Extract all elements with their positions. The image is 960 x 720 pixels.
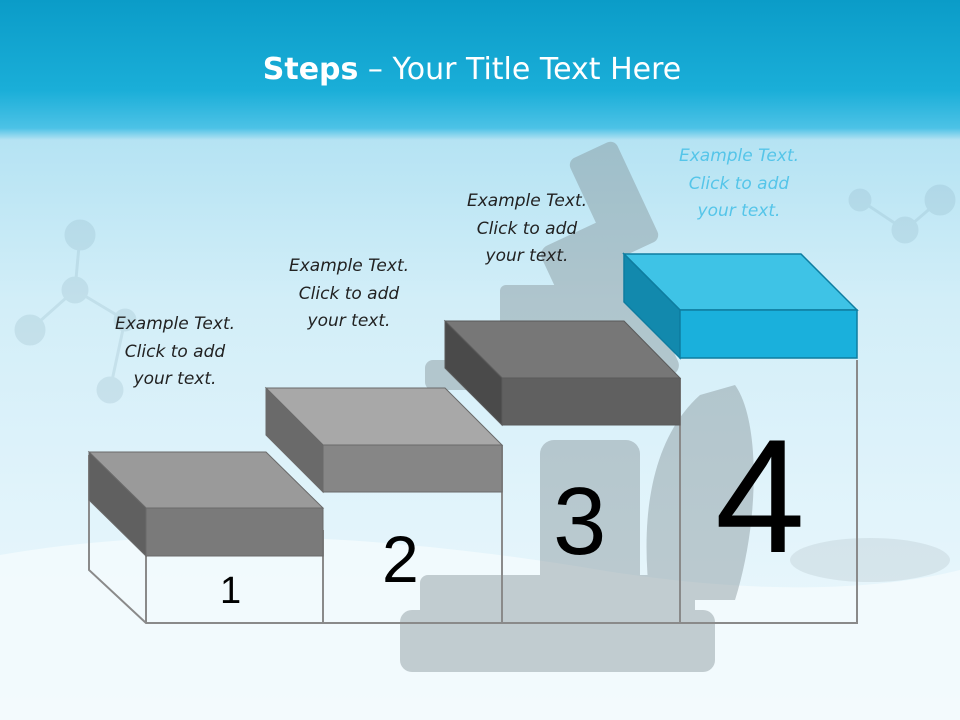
title-rest: – Your Title Text Here bbox=[358, 52, 682, 87]
title-bold: Steps bbox=[262, 52, 359, 87]
molecule-image bbox=[14, 184, 956, 404]
step-4-number: 4 bbox=[715, 406, 806, 587]
slide-title[interactable]: Steps – Your Title Text Here bbox=[0, 52, 944, 87]
step-2-caption-line: Click to add bbox=[298, 283, 400, 304]
step-4-caption-line: Click to add bbox=[688, 173, 790, 194]
step-3-caption-line: Example Text. bbox=[466, 191, 588, 211]
step-2-caption-line: Example Text. bbox=[288, 256, 410, 276]
step-1-number: 1 bbox=[220, 570, 242, 612]
step-2-caption[interactable]: Example Text. Click to add your text. bbox=[264, 253, 434, 336]
background-wave bbox=[0, 536, 960, 720]
step-2-caption-line: your text. bbox=[307, 311, 391, 331]
step-1-caption[interactable]: Example Text. Click to add your text. bbox=[90, 311, 260, 394]
step-4-caption-line: your text. bbox=[697, 201, 781, 221]
step-4-caption-line: Example Text. bbox=[678, 146, 800, 166]
step-3-block bbox=[443, 319, 682, 427]
step-1-caption-line: Click to add bbox=[124, 341, 226, 362]
step-2-number: 2 bbox=[382, 522, 419, 596]
step-4-caption[interactable]: Example Text. Click to add your text. bbox=[654, 143, 824, 226]
step-2-block bbox=[264, 386, 504, 494]
step-3-caption-line: your text. bbox=[485, 246, 569, 266]
step-1-caption-line: Example Text. bbox=[114, 314, 236, 334]
step-1-block bbox=[87, 450, 325, 558]
step-4-block bbox=[622, 252, 859, 360]
step-3-caption-line: Click to add bbox=[476, 218, 578, 239]
step-3-number: 3 bbox=[553, 468, 607, 575]
step-3-caption[interactable]: Example Text. Click to add your text. bbox=[442, 188, 612, 271]
step-1-caption-line: your text. bbox=[133, 369, 217, 389]
